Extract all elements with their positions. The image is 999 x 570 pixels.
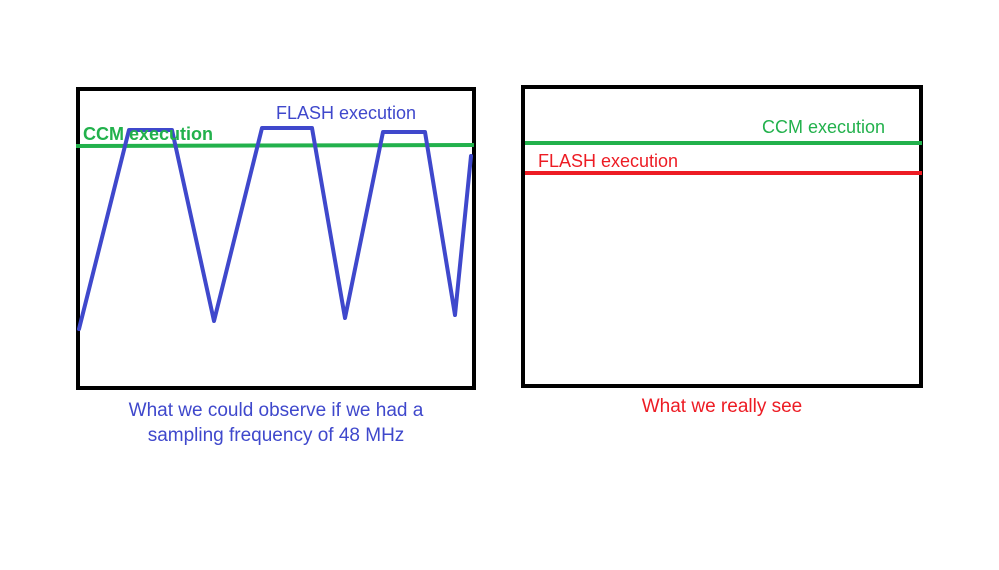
left-caption-line-1: What we could observe if we had a xyxy=(128,400,424,421)
left-flash-label: FLASH execution xyxy=(276,103,416,123)
right-caption: What we really see xyxy=(523,394,921,419)
left-ccm-line xyxy=(75,143,475,148)
flash-execution-waveform xyxy=(77,126,473,331)
right-ccm-label: CCM execution xyxy=(762,117,885,137)
right-caption-text: What we really see xyxy=(641,396,803,417)
right-panel: CCM execution FLASH execution xyxy=(521,85,923,388)
left-panel: CCM execution FLASH execution xyxy=(75,87,476,390)
left-panel-frame xyxy=(76,87,476,390)
left-ccm-label: CCM execution xyxy=(83,124,213,144)
left-caption: What we could observe if we had a sampli… xyxy=(78,398,474,448)
right-flash-label: FLASH execution xyxy=(538,151,678,171)
left-caption-line-2: sampling frequency of 48 MHz xyxy=(147,425,405,446)
right-panel-frame xyxy=(521,85,923,388)
